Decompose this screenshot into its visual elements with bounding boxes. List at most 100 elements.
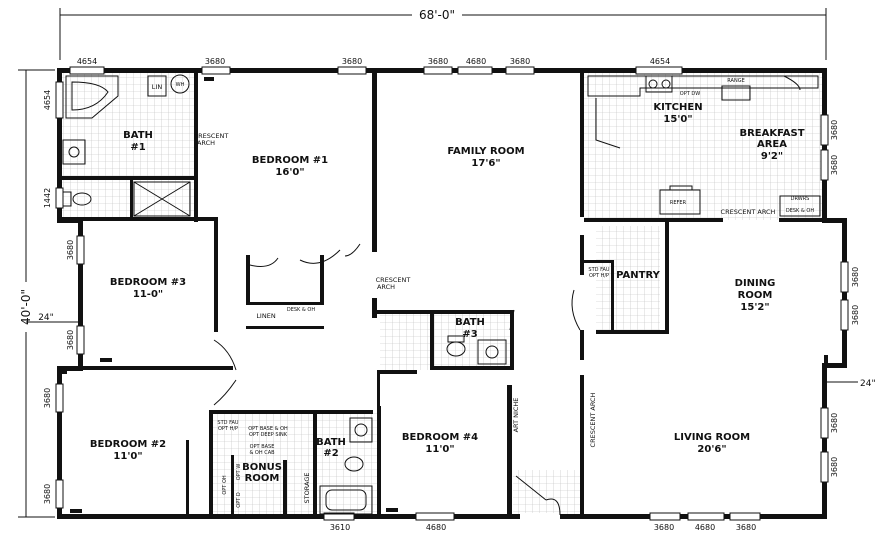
svg-text:3680: 3680 [428,57,448,66]
bath3-label: BATH [455,317,485,328]
svg-text:4680: 4680 [466,57,486,66]
left-windows [55,81,85,509]
bedroom3-size: 11-0" [133,289,163,300]
svg-text:3680: 3680 [851,305,860,325]
right-windows [820,114,849,483]
bonus-room-label-2: ROOM [245,473,280,484]
std-fau-label-2b: OPT H/P [218,426,238,432]
opt-oh-label: OPT OH [222,475,228,495]
pantry-tile [596,226,660,331]
wh-label: WH [176,82,185,88]
bath2-label: BATH [316,437,346,448]
svg-text:4654: 4654 [650,57,670,66]
linen-label: LINEN [256,312,276,320]
annotations: LIN WH CRESCENT ARCH CRESCENT ARCH CRESC… [152,78,815,508]
dining-label: DINING [735,278,776,289]
desk-oh-label-1: DESK & OH [287,307,315,313]
svg-text:3680: 3680 [736,523,756,532]
std-fau-label-2: STD FAU [217,420,239,426]
door-markers [70,77,828,513]
svg-text:3680: 3680 [510,57,530,66]
bath2-num: #2 [323,448,338,459]
bedroom1-label: BEDROOM #1 [252,155,328,166]
opt-base-label-1b: OPT DEEP SINK [249,432,288,438]
breakfast-label-2: AREA [757,139,787,150]
breakfast-size: 9'2" [761,151,783,162]
family-room-size: 17'6" [471,158,500,169]
left-offset: 24" [38,313,54,323]
room-labels: BATH #1 BEDROOM #1 16'0" FAMILY ROOM 17'… [90,102,805,484]
dining-label-2: ROOM [738,290,773,301]
bath1-num: #1 [130,142,145,153]
refer-label: REFER [670,200,687,206]
living-room-label: LIVING ROOM [674,432,750,443]
opt-d-label: OPT D [236,492,242,508]
bedroom4-label: BEDROOM #4 [402,432,478,443]
opt-dw-label: OPT DW [680,91,700,97]
lin-label: LIN [152,83,163,91]
breakfast-label: BREAKFAST [739,128,804,139]
svg-text:3680: 3680 [830,120,839,140]
overall-width-dimension: 68'-0" [59,8,827,60]
storage-label: STORAGE [303,473,311,504]
svg-text:3680: 3680 [66,330,75,350]
opt-base-label-1: OPT BASE & OH [248,426,288,432]
overall-width: 68'-0" [419,8,455,22]
drawers-label: DRWRS [791,196,810,202]
range-label: RANGE [727,78,744,84]
living-room-size: 20'6" [697,444,726,455]
interior-walls [62,72,822,516]
svg-text:4680: 4680 [426,523,446,532]
bath3-num: #3 [462,329,477,340]
bedroom3-label: BEDROOM #3 [110,277,186,288]
bonus-room-label: BONUS [242,462,282,473]
svg-text:4680: 4680 [695,523,715,532]
crescent-arch-label-3: CRESCENT ARCH [721,208,776,216]
overall-depth: 40'-0" [19,289,33,325]
family-room-label: FAMILY ROOM [447,146,524,157]
svg-text:3680: 3680 [830,457,839,477]
svg-text:3680: 3680 [43,388,52,408]
bath1-label: BATH [123,130,153,141]
bath1-tile [60,72,194,217]
crescent-arch-label-1: CRESCENT [194,132,229,140]
svg-text:3680: 3680 [830,155,839,175]
bottom-windows [323,512,761,521]
top-windows [69,66,683,75]
bedroom2-size: 11'0" [113,451,142,462]
crescent-arch-label-2: CRESCENT [376,276,411,284]
crescent-arch-label-1b: ARCH [197,139,215,147]
svg-text:3680: 3680 [205,57,225,66]
svg-text:3680: 3680 [43,484,52,504]
std-fau-label-1b: OPT H/P [589,273,609,279]
right-offset: 24" [860,379,876,389]
overall-depth-dimension: 40'-0" [18,69,55,518]
svg-text:3610: 3610 [330,523,350,532]
svg-text:4654: 4654 [43,90,52,110]
svg-text:1442: 1442 [43,188,52,208]
svg-text:3680: 3680 [66,240,75,260]
opt-base-label-2: OPT BASE [250,444,275,450]
desk-oh-label-2: DESK & OH [786,208,814,214]
kitchen-tile [584,72,823,220]
svg-text:3680: 3680 [830,413,839,433]
dining-size: 15'2" [740,302,769,313]
std-fau-label-1: STD FAU [588,267,610,273]
svg-text:4654: 4654 [77,57,97,66]
pantry-label: PANTRY [616,270,660,281]
window-labels: 4654 3680 3680 3680 4680 3680 4654 4654 … [43,57,860,532]
kitchen-size: 15'0" [663,114,692,125]
crescent-arch-label-2b: ARCH [377,283,395,291]
bedroom1-size: 16'0" [275,167,304,178]
opt-w-label: OPT W [236,464,242,481]
crescent-arch-label-4: CRESCENT ARCH [589,392,597,447]
bedroom4-size: 11'0" [425,444,454,455]
svg-text:3680: 3680 [342,57,362,66]
opt-base-label-2b: & OH CAB [249,450,275,456]
fixtures [62,74,821,516]
svg-text:3680: 3680 [654,523,674,532]
bedroom2-label: BEDROOM #2 [90,439,166,450]
entry-tile [513,470,583,515]
svg-text:3680: 3680 [851,267,860,287]
